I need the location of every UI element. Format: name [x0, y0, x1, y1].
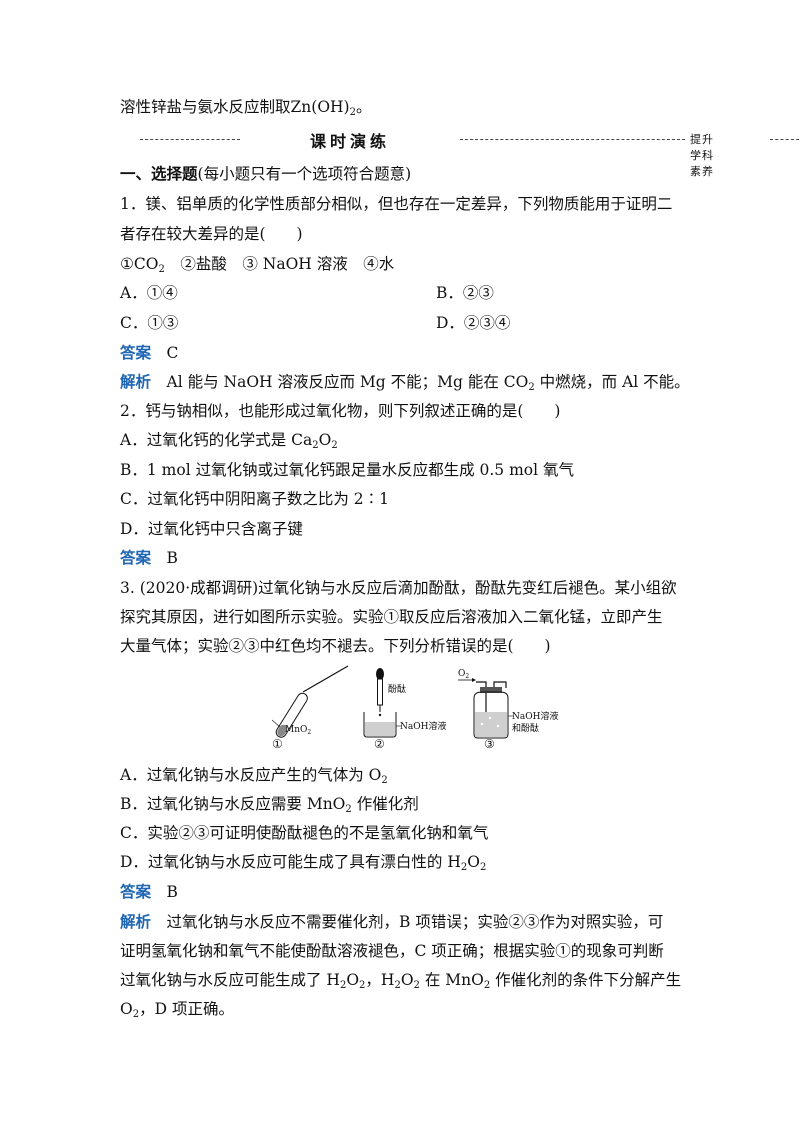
q2-answer: 答案 B [120, 547, 178, 569]
intro-line: 溶性锌盐与氨水反应制取Zn(OH)2。 [120, 96, 371, 118]
q2-stem: 2．钙与钠相似，也能形成过氧化物，则下列叙述正确的是( ) [120, 402, 561, 420]
q1-answer: 答案 C [120, 342, 178, 364]
section-heading: 一、选择题(每小题只有一个选项符合题意) [120, 163, 411, 185]
label-exp1: ① [272, 737, 283, 750]
experiment-figure: MnO2 ① 酚酞 NaOH溶液 ② O2 [271, 665, 558, 750]
q1-item-1-sub: 2 [158, 264, 165, 275]
q1-answer-value: C [166, 344, 179, 362]
apparatus-3: O2 NaOH溶液 和酚酞 ③ [458, 669, 558, 750]
label-mno2: MnO2 [285, 725, 311, 736]
q3-explanation-text-1: 过氧化钠与水反应不需要催化剂，B 项错误；实验②③作为对照实验，可 [151, 913, 664, 931]
q1-items: ①CO2 ②盐酸 ③ NaOH 溶液 ④水 [120, 253, 394, 275]
q2-answer-value: B [166, 549, 178, 567]
q1-option-a: A．①④ [120, 284, 178, 302]
q1-explanation: 解析 Al 能与 NaOH 溶液反应而 Mg 不能；Mg 能在 CO2 中燃烧，… [120, 371, 690, 393]
q3-option-a-text: A．过氧化钠与水反应产生的气体为 O [120, 766, 382, 784]
q3-option-a: A．过氧化钠与水反应产生的气体为 O2 [120, 764, 388, 786]
section-heading-note: (每小题只有一个选项符合题意) [197, 165, 412, 183]
q3-answer-value: B [166, 883, 178, 901]
label-phenolphthalein: 酚酞 [388, 683, 406, 695]
q3-option-d: D．过氧化钠与水反应可能生成了具有漂白性的 H2O2 [120, 851, 486, 873]
intro-suffix: 。 [355, 98, 372, 116]
q3-option-d-sub1: 2 [460, 862, 468, 873]
section-heading-text: 一、选择题 [120, 164, 198, 183]
q1-explanation-tail: 中燃烧，而 Al 不能。 [534, 373, 690, 391]
q3-explanation-line-4: O2，D 项正确。 [120, 1000, 234, 1020]
label-exp3: ③ [484, 737, 495, 750]
q3-answer-label: 答案 [120, 883, 152, 901]
q2-option-c: C．过氧化钙中阴阳离子数之比为 2∶1 [120, 490, 390, 508]
q2-option-a-sub2: 2 [331, 440, 338, 451]
q3-option-b: B．过氧化钠与水反应需要 MnO2 作催化剂 [120, 793, 419, 815]
intro-formula: Zn(OH) [290, 98, 350, 116]
q2-option-d: D．过氧化钙中只含离子键 [120, 520, 303, 538]
banner-rule-left [140, 139, 240, 140]
q2-option-a-mid: O [318, 431, 332, 449]
q1-option-d: D．②③④ [436, 314, 511, 332]
q1-items-rest: ②盐酸 ③ NaOH 溶液 ④水 [164, 255, 395, 273]
q1-explanation-label: 解析 [120, 373, 152, 391]
q3-option-b-tail: 作催化剂 [351, 795, 419, 813]
q3-option-a-sub: 2 [381, 775, 388, 786]
q3-option-d-sub2: 2 [479, 862, 487, 873]
q2-answer-label: 答案 [120, 549, 152, 567]
q1-option-b: B．②③ [436, 284, 494, 302]
label-exp2: ② [374, 737, 385, 750]
q1-stem-line-1: 1．镁、铝单质的化学性质部分相似，但也存在一定差异，下列物质能用于证明二 [120, 195, 673, 213]
q3-stem-line-2: 探究其原因，进行如图所示实验。实验①取反应后溶液加入二氧化锰，立即产生 [120, 608, 663, 626]
q1-item-1: ①CO [120, 255, 159, 273]
banner-rule-right [770, 139, 800, 140]
q1-explanation-text: Al 能与 NaOH 溶液反应而 Mg 不能；Mg 能在 CO [166, 373, 529, 391]
q1-explanation-sub: 2 [528, 382, 535, 393]
q2-option-a-sub1: 2 [312, 440, 319, 451]
apparatus-1: MnO2 ① [271, 665, 349, 750]
label-naoh-phenol-2: 和酚酞 [512, 722, 539, 734]
q3-option-b-text: B．过氧化钠与水反应需要 MnO [120, 795, 346, 813]
q3-explanation-label: 解析 [120, 913, 152, 931]
banner-subtitle: 提升学科素养 [690, 133, 714, 178]
label-o2: O2 [458, 669, 469, 680]
q3-option-b-sub: 2 [345, 804, 352, 815]
q3-stem-line-1: 3. (2020·成都调研)过氧化钠与水反应后滴加酚酞，酚酞先变红后褪色。某小组… [120, 579, 677, 597]
banner-rule-mid [460, 139, 685, 140]
q1-option-c: C．①③ [120, 314, 179, 332]
q3-explanation-line-1: 解析 过氧化钠与水反应不需要催化剂，B 项错误；实验②③作为对照实验，可 [120, 911, 663, 933]
section-banner: 课时演练 提升学科素养 [120, 128, 800, 178]
q2-option-a: A．过氧化钙的化学式是 Ca2O2 [120, 429, 338, 451]
label-naoh: NaOH溶液 [400, 720, 446, 732]
q3-answer: 答案 B [120, 881, 178, 903]
q3-explanation-line-2: 证明氢氧化钠和氧气不能使酚酞溶液褪色，C 项正确；根据实验①的现象可判断 [120, 942, 664, 960]
intro-text: 溶性锌盐与氨水反应制取 [120, 98, 291, 116]
q1-answer-label: 答案 [120, 344, 152, 362]
q2-option-a-text: A．过氧化钙的化学式是 Ca [120, 431, 313, 449]
q3-explanation-line-3: 过氧化钠与水反应可能生成了 H2O2，H2O2 在 MnO2 作催化剂的条件下分… [120, 971, 682, 991]
label-naoh-phenol-1: NaOH溶液 [512, 710, 558, 722]
q3-option-d-mid: O [467, 853, 480, 871]
banner-title: 课时演练 [309, 132, 390, 151]
intro-formula-sub: 2 [349, 107, 356, 118]
q3-option-c: C．实验②③可证明使酚酞褪色的不是氢氧化钠和氧气 [120, 824, 489, 842]
q3-stem-line-3: 大量气体；实验②③中红色均不褪去。下列分析错误的是( ) [120, 637, 551, 655]
q3-option-d-text: D．过氧化钠与水反应可能生成了具有漂白性的 H [120, 853, 461, 871]
q2-option-b: B．1 mol 过氧化钠或过氧化钙跟足量水反应都生成 0.5 mol 氧气 [120, 461, 575, 479]
q1-stem-line-2: 者存在较大差异的是( ) [120, 225, 303, 243]
apparatus-2: 酚酞 NaOH溶液 ② [363, 668, 446, 750]
